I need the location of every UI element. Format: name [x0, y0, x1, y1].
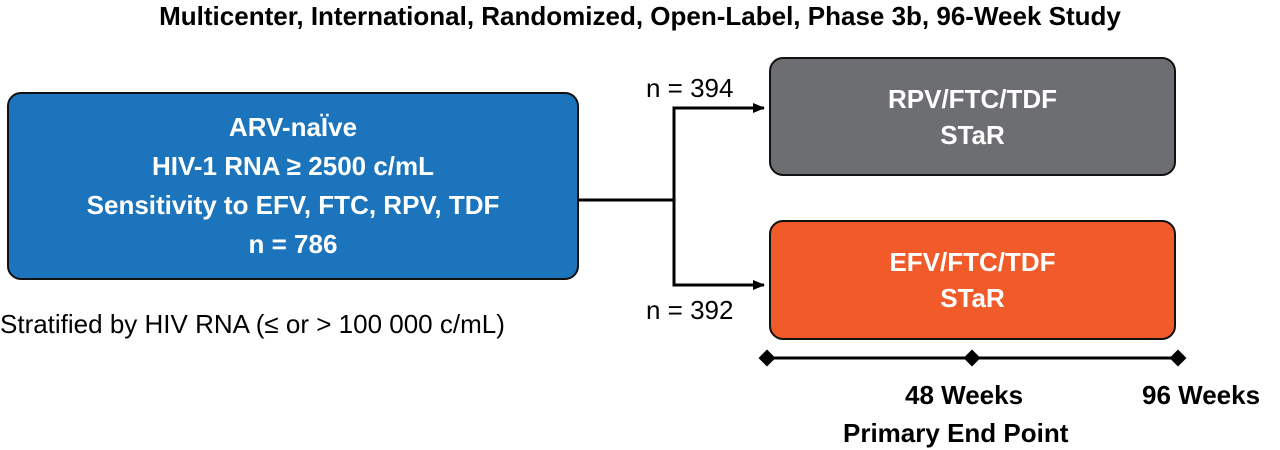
timeline-48-diamond [963, 349, 981, 367]
population-line-1: ARV-naÏve [228, 112, 358, 142]
arm-1-box: RPV/FTC/TDF STaR [769, 57, 1176, 176]
population-line-4: n = 786 [248, 229, 338, 259]
arm-1-n-label: n = 394 [646, 73, 734, 103]
arm-1-line-2: STaR [940, 119, 1005, 150]
arm-2-box: EFV/FTC/TDF STaR [769, 220, 1176, 340]
timeline-48-label: 48 Weeks [905, 380, 1024, 410]
population-line-2: HIV-1 RNA ≥ 2500 c/mL [151, 151, 435, 181]
arm-2-line-1: EFV/FTC/TDF [889, 247, 1056, 277]
population-line-3: Sensitivity to EFV, FTC, RPV, TDF [86, 190, 500, 220]
diagram-title: Multicenter, International, Randomized, … [159, 1, 1121, 31]
arm-2-n-label: n = 392 [646, 295, 734, 325]
stratification-note: Stratified by HIV RNA (≤ or > 100 000 c/… [0, 309, 505, 339]
arm-2-line-2: STaR [940, 283, 1005, 313]
timeline-96-diamond [1169, 349, 1187, 367]
arm-1-line-1: RPV/FTC/TDF [888, 83, 1057, 114]
timeline-96-label: 96 Weeks [1142, 380, 1261, 410]
timeline-start-diamond [758, 349, 776, 367]
population-box: ARV-naÏve HIV-1 RNA ≥ 2500 c/mL Sensitiv… [7, 92, 579, 280]
timeline-primary-end-point-label: Primary End Point [843, 418, 1069, 448]
